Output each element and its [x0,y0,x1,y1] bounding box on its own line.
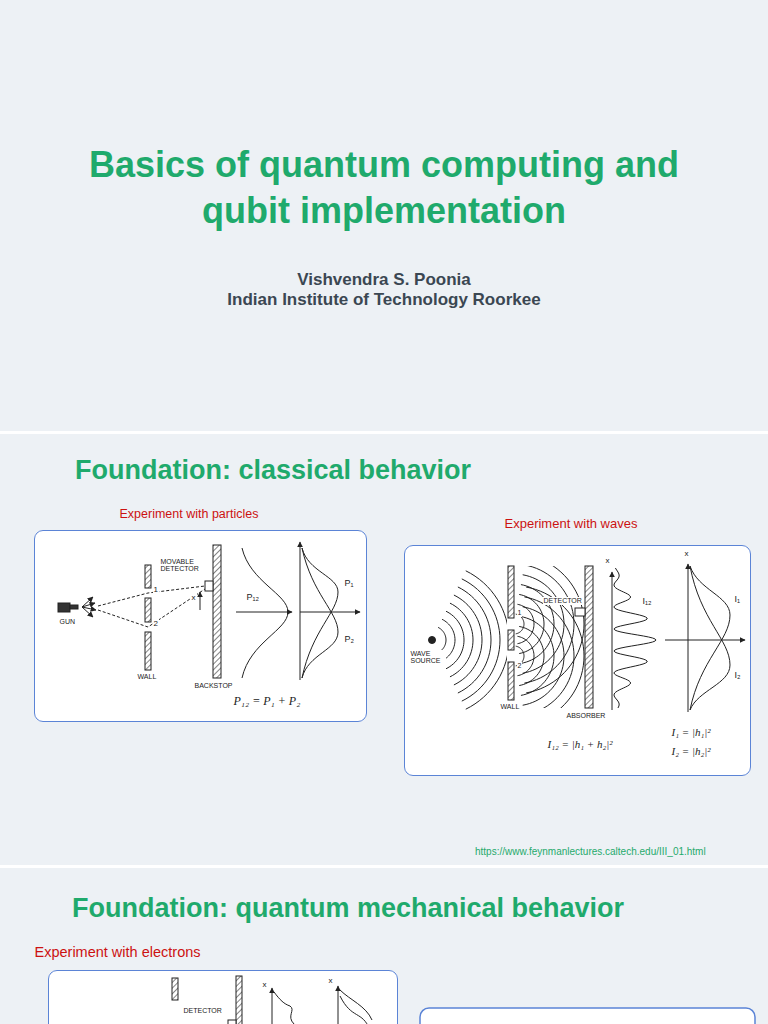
slit-number: 1 [517,609,523,617]
figure-heading: Experiment with waves [505,517,638,532]
wave-front [519,626,544,685]
curve-label: P₂ [344,634,356,644]
slide-heading: Foundation: quantum mechanical behavior [72,893,624,924]
wave-front [519,594,544,653]
wave-front [517,604,534,643]
part-label: GUN [59,618,77,626]
figure-box: Experiment with wavesDETECTORWAVE SOURCE… [404,545,751,776]
formula: I₁₂ = |h₁ + h₂|² [548,738,613,751]
author-name: Vishvendra S. Poonia [0,270,768,290]
wave-front [517,636,534,675]
wave-experiment [429,555,746,725]
affiliation: Indian Institute of Technology Roorkee [0,290,768,310]
wave-front [458,587,491,693]
part-label: DETECTOR [543,597,583,605]
slide-ground [0,0,768,431]
formula: I₁ = |h₁|² [672,726,711,739]
wave-front [526,587,584,708]
figure-ground [34,530,367,722]
part-label: BACKSTOP [194,682,234,690]
axis-label: x [605,556,611,565]
part-label: DETECTOR [183,1007,223,1015]
wave-front [462,579,500,701]
wave-front [523,607,564,705]
slide-title: Basics of quantum computing and qubit im… [44,142,724,234]
curve-label: P₁₂ [246,592,261,602]
axis-label: x [262,980,268,989]
axis-label: x [684,549,690,558]
slit-number: 1 [153,585,159,594]
slide-ground [0,434,768,865]
particle-experiment [58,542,360,680]
wave-front [466,571,507,709]
intensity-curve [614,568,656,708]
slit-number: 2 [153,619,159,628]
part-label: WAVE SOURCE [410,650,446,665]
figure-box: Experiment with particlesMOVABLE DETECTO… [34,530,367,722]
part-label: WALL [137,673,158,681]
part-label: ABSORBER [566,712,607,720]
curve-label: I₂ [734,670,742,680]
formula: P₁₂ = P₁ + P₂ [234,695,301,709]
wave-front [524,597,574,708]
axis-label: x [328,976,334,985]
figure-ground [404,545,751,776]
figure-box: Experiment with electronsDETECTORxx [48,970,398,1024]
slit-number: 2 [517,662,523,670]
wave-front [446,611,464,669]
figure-heading: Experiment with electrons [35,944,201,961]
wave-front [454,595,482,685]
curve-label: P₁ [344,578,355,588]
formula: I₂ = |h₂|² [672,745,711,758]
part-label: WALL [500,703,521,711]
wave-front [526,566,584,693]
axis-label: x [191,593,197,602]
curve-label: I₁₂ [642,596,653,606]
part-label: MOVABLE DETECTOR [160,558,212,573]
electron-experiment [172,976,372,1024]
source-url: https://www.feynmanlectures.caltech.edu/… [475,846,706,858]
wave-front [450,603,473,677]
figure-ground [48,970,398,1024]
curve-label: I₁ [734,594,742,604]
figure-heading: Experiment with particles [120,507,259,521]
wave-front [523,575,564,673]
wave-front [521,617,554,696]
slide-heading: Foundation: classical behavior [75,455,471,486]
figure-frame [420,1008,755,1024]
